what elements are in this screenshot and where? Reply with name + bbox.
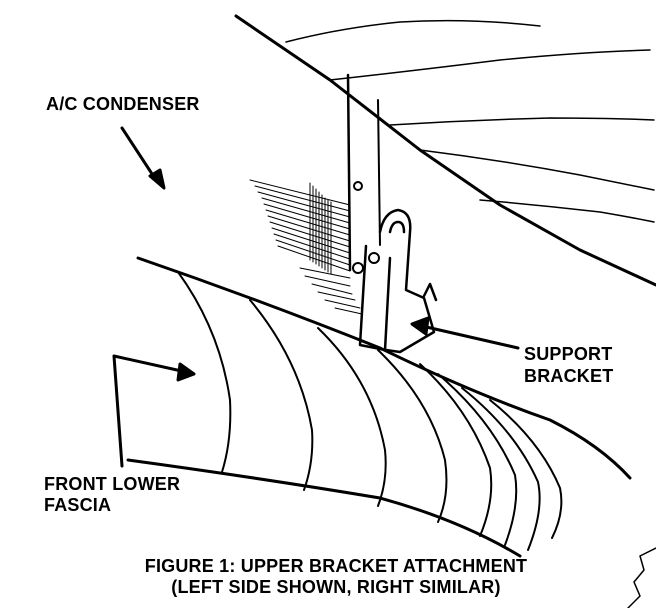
condenser-frame bbox=[346, 73, 352, 272]
fascia-label-line2: FASCIA bbox=[44, 495, 112, 515]
fascia-bottom-edge bbox=[126, 458, 522, 558]
page-edge bbox=[627, 547, 656, 608]
fascia-label-line1: FRONT LOWER bbox=[44, 474, 181, 494]
hood-contour-2 bbox=[329, 49, 651, 81]
figure-caption-line1: FIGURE 1: UPPER BRACKET ATTACHMENT bbox=[144, 556, 528, 576]
support-arrow bbox=[410, 316, 520, 350]
condenser-frame-2 bbox=[377, 99, 381, 246]
condenser-label: A/C CONDENSER bbox=[46, 94, 200, 114]
fascia-ribs bbox=[177, 271, 563, 551]
condenser-arrow bbox=[120, 126, 166, 190]
figure-caption-line2: (LEFT SIDE SHOWN, RIGHT SIMILAR) bbox=[171, 577, 501, 597]
hood-contour-5 bbox=[479, 199, 655, 223]
hood-contour-1 bbox=[285, 19, 541, 43]
hood-edge bbox=[234, 14, 656, 287]
fascia-arrow bbox=[112, 354, 196, 468]
support-bracket bbox=[352, 181, 438, 354]
support-bracket-label-line1: SUPPORT bbox=[524, 344, 613, 364]
condenser-fins bbox=[249, 179, 363, 315]
support-bracket-label-line2: BRACKET bbox=[524, 366, 614, 386]
hood-contour-3 bbox=[389, 117, 655, 126]
hood-contour-4 bbox=[419, 149, 655, 191]
